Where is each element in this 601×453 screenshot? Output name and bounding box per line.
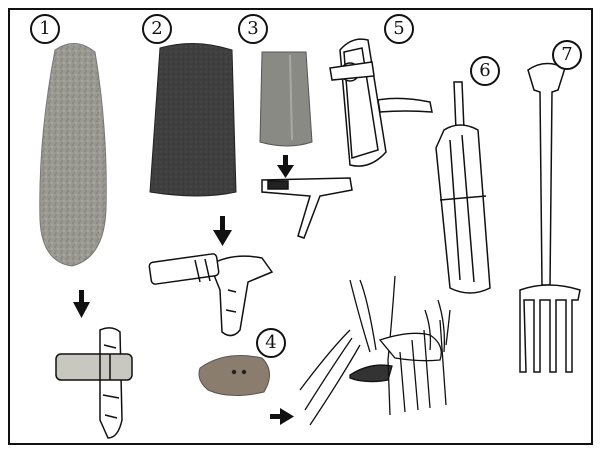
down-arrow-icon — [73, 290, 90, 318]
label-7: 7 — [552, 40, 582, 70]
hafted-tool-5 — [330, 39, 432, 166]
stone-adze-3 — [260, 52, 312, 146]
stone-axe-2 — [150, 43, 236, 196]
hafted-axe-2 — [149, 253, 272, 335]
stone-axe-1 — [40, 43, 106, 266]
down-arrow-icon — [277, 155, 294, 178]
hafted-axe-1 — [56, 328, 132, 438]
reaping-knife-4 — [199, 356, 270, 396]
label-5: 5 — [384, 14, 414, 44]
hafted-adze-3 — [262, 178, 352, 238]
fork-tool-7 — [520, 63, 580, 372]
down-arrow-icon — [213, 216, 232, 246]
label-4: 4 — [256, 328, 286, 358]
right-arrow-icon — [270, 408, 294, 425]
label-6: 6 — [470, 56, 500, 86]
label-2: 2 — [142, 14, 172, 44]
harvesting-scene — [300, 276, 450, 425]
tool-6 — [436, 82, 490, 293]
label-1: 1 — [30, 14, 60, 44]
label-3: 3 — [238, 14, 268, 44]
